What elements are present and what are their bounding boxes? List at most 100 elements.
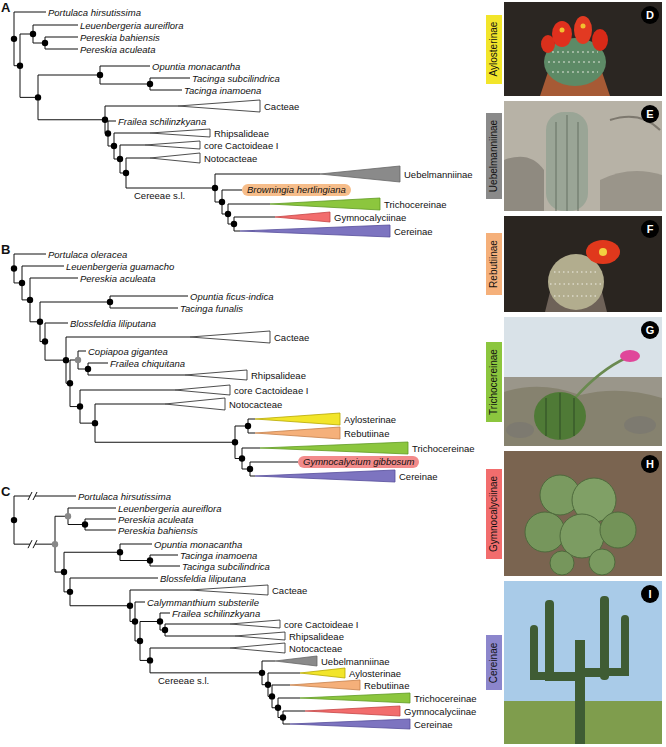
photo-letter-circle: H (641, 455, 659, 473)
tree-branch (228, 204, 270, 205)
support-dot (162, 627, 168, 633)
clade-triangle (150, 129, 210, 137)
tree-label: Cacteae (264, 101, 299, 112)
subtribe-band: Cereinae (486, 635, 502, 690)
taxon-name: Tacinga subcilindrica (192, 73, 280, 84)
clade-triangle (290, 719, 410, 729)
clade-name: core Cactoideae I (284, 619, 358, 630)
taxon-name: Tacinga subcilindrica (182, 561, 270, 572)
clade-name: Notocacteae (204, 153, 257, 164)
photo-g-shape (504, 387, 662, 446)
photo-d-shape (592, 29, 608, 51)
clade-triangle (255, 470, 395, 482)
clade-triangle (178, 100, 260, 112)
support-dot (105, 130, 111, 136)
tree-branch (40, 302, 110, 303)
tree-branch (14, 12, 46, 13)
support-dot (92, 420, 98, 426)
clade-triangle (300, 693, 410, 703)
taxon-name: Blossfeldia liliputana (160, 573, 246, 584)
clade-name: Cacteae (274, 332, 309, 343)
tree-label: Opuntia monacantha (152, 61, 240, 72)
clade-name: Trichocereinae (412, 443, 474, 454)
support-dot (259, 670, 265, 676)
tree-branch (150, 78, 190, 79)
photo-letter-circle: F (641, 220, 659, 238)
photo-e-shape (504, 157, 544, 211)
clade-triangle (185, 370, 247, 380)
photo-letter: H (646, 458, 654, 470)
tree-label: Uebelmanniinae (321, 656, 390, 667)
support-dot (111, 143, 117, 149)
tree-label: Calymmanthium substerile (147, 597, 259, 608)
support-dot (65, 513, 71, 519)
tree-branch (14, 254, 46, 255)
panel-label: C (1, 484, 10, 499)
tree-label: Tacinga inamoena (184, 85, 261, 96)
photo-d-shape (548, 52, 602, 72)
taxon-name: Frailea schilinzkyana (118, 116, 206, 127)
support-dot (123, 170, 129, 176)
support-dot (117, 156, 123, 162)
photo-g-shape (620, 350, 640, 362)
taxon-name: Portulaca hirsutissima (78, 491, 171, 502)
photo-letter: G (646, 324, 655, 336)
tree-branch (85, 530, 116, 531)
clade-name: Trichocereinae (414, 693, 476, 704)
subtribe-band: Uebelmanniinae (486, 113, 502, 199)
tree-branch (262, 661, 275, 662)
tree-label: Opuntia ficus-indica (190, 291, 273, 302)
clade-name: Rhipsalideae (214, 128, 269, 139)
photo-i-shape (545, 600, 554, 680)
tree-branch (283, 711, 305, 712)
tree-branch (95, 442, 235, 443)
tree-label: core Cactoideae I (234, 385, 308, 396)
tree-branch (120, 145, 145, 146)
tree-label: Frailea chiquitana (110, 358, 185, 369)
photo-d-shape (560, 28, 565, 33)
tree-label: Pereskia aculeata (118, 514, 194, 525)
tree-branch (95, 404, 165, 405)
tree-branch (222, 190, 242, 191)
clade-triangle (240, 225, 390, 237)
tree-label: Pereskia bahiensis (118, 525, 198, 536)
tree-branch (108, 121, 116, 122)
tree-branch (120, 544, 152, 545)
photo-g-shape (546, 393, 574, 439)
tree-branch (100, 84, 150, 85)
tree-label: Tacinga subcilindrica (192, 73, 280, 84)
support-dots (11, 31, 286, 721)
tree-label: Portulaca oleracea (48, 249, 127, 260)
support-dot (137, 638, 143, 644)
photo-letter-circle: I (641, 585, 659, 603)
tree-label: Rhipsalideae (251, 370, 306, 381)
tree-branch (248, 419, 255, 420)
clade-triangle (255, 413, 340, 425)
tree-branch (45, 37, 78, 38)
tree-label: Blossfeldia liliputana (160, 573, 246, 584)
band-label: Aylosterinae (488, 22, 500, 77)
panel-letter: A (1, 0, 10, 15)
photo-h-shape (589, 549, 615, 575)
tree-branch (242, 448, 260, 449)
clade-triangle (190, 331, 270, 343)
clade-name: core Cactoideae I (204, 140, 278, 151)
clade-triangle (275, 656, 317, 666)
taxon-name: Copiapoa gigantea (88, 346, 168, 357)
support-dot (52, 541, 58, 547)
photo-letter: F (647, 223, 654, 235)
tree-branch (268, 673, 300, 674)
clade-triangle (145, 141, 200, 149)
tree-label: Trichocereinae (384, 199, 446, 210)
tree-branch (45, 49, 78, 50)
tree-label: Frailea schilinzkyana (172, 608, 260, 619)
tree-branches (14, 12, 320, 724)
support-dot (265, 681, 271, 687)
clade-name: Uebelmanniinae (404, 169, 473, 180)
highlight-box: Browningia hertlingiana (242, 184, 351, 196)
clade-name: Trichocereinae (384, 199, 446, 210)
clade-name: Rhipsalideae (289, 631, 344, 642)
taxon-name: Tacinga inamoena (180, 550, 257, 561)
tree-branch (70, 605, 130, 606)
tree-label: Gymnocalyciinae (334, 212, 406, 223)
